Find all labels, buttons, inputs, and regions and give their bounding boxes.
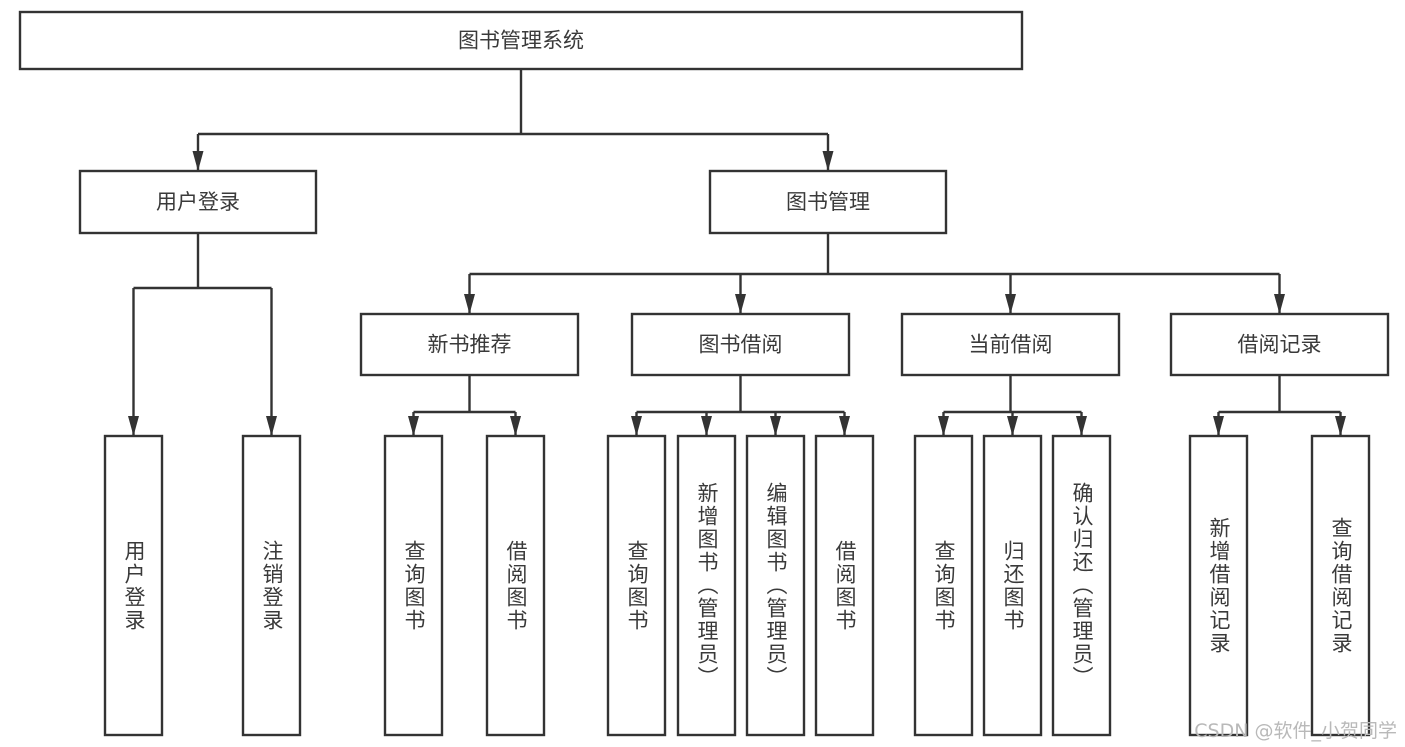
node-box-user-logout-leaf[interactable] — [241, 434, 302, 737]
node-box-borrow-borrow-book[interactable] — [814, 434, 875, 737]
node-label-borrow-records: 借阅记录 — [1238, 333, 1322, 357]
arrow-head-icon — [822, 151, 834, 171]
arrow-head-icon — [1005, 294, 1016, 314]
arrow-head-icon — [938, 416, 949, 436]
node-box-borrow-query-book[interactable] — [606, 434, 667, 737]
arrow-head-icon — [1213, 416, 1224, 436]
node-box-user-login-leaf[interactable] — [103, 434, 164, 737]
arrow-head-icon — [631, 416, 642, 436]
connectors-layer — [128, 69, 1346, 436]
arrow-head-icon — [1335, 416, 1346, 436]
boxes-layer — [18, 10, 1390, 737]
node-box-current-query-book[interactable] — [913, 434, 974, 737]
arrow-head-icon — [464, 294, 475, 314]
arrow-head-icon — [1007, 416, 1018, 436]
node-box-borrow-records[interactable] — [1169, 312, 1390, 377]
node-label-current-borrow: 当前借阅 — [969, 333, 1053, 357]
arrow-head-icon — [192, 151, 204, 171]
node-box-book-management[interactable] — [708, 169, 948, 235]
node-label-user-login: 用户登录 — [156, 190, 240, 214]
node-label-root: 图书管理系统 — [458, 29, 584, 53]
arrow-head-icon — [1274, 294, 1285, 314]
node-box-recommend-borrow-book[interactable] — [485, 434, 546, 737]
arrow-head-icon — [701, 416, 712, 436]
arrow-head-icon — [839, 416, 850, 436]
node-label-book-borrow: 图书借阅 — [699, 333, 783, 357]
node-box-current-borrow[interactable] — [900, 312, 1121, 377]
node-label-book-management: 图书管理 — [786, 190, 870, 214]
arrow-head-icon — [266, 416, 277, 436]
node-box-new-book-recommend[interactable] — [359, 312, 580, 377]
node-box-root[interactable] — [18, 10, 1024, 71]
arrow-head-icon — [1076, 416, 1087, 436]
node-box-records-query-record[interactable] — [1310, 434, 1371, 737]
arrow-head-icon — [408, 416, 419, 436]
node-box-book-borrow[interactable] — [630, 312, 851, 377]
node-label-new-book-recommend: 新书推荐 — [428, 333, 512, 357]
node-box-current-confirm-return-admin[interactable] — [1051, 434, 1112, 737]
node-box-recommend-query-book[interactable] — [383, 434, 444, 737]
arrow-head-icon — [128, 416, 139, 436]
arrow-head-icon — [510, 416, 521, 436]
node-box-user-login[interactable] — [78, 169, 318, 235]
node-box-borrow-edit-book-admin[interactable] — [745, 434, 806, 737]
node-box-records-add-record[interactable] — [1188, 434, 1249, 737]
arrow-head-icon — [770, 416, 781, 436]
node-box-borrow-add-book-admin[interactable] — [676, 434, 737, 737]
csdn-watermark: CSDN @软件_小贺同学 — [1194, 720, 1397, 742]
node-box-current-return-book[interactable] — [982, 434, 1043, 737]
arrow-head-icon — [735, 294, 746, 314]
